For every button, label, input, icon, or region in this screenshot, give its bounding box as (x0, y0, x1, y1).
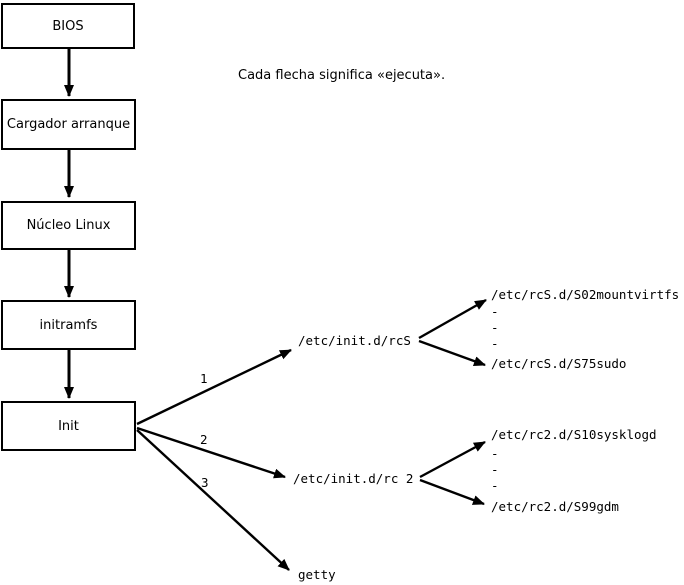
legend-note: Cada flecha significa «ejecuta». (238, 68, 446, 83)
script-s02mountvirtfs: /etc/rcS.d/S02mountvirtfs (491, 287, 680, 302)
arrow-rcS-to-s02mountvirtfs (418, 298, 487, 340)
dash: - (491, 446, 499, 461)
ellipsis-dashes-rcS: - - - (491, 304, 499, 352)
arrow-rcS-to-s75sudo (418, 339, 486, 367)
box-bios: BIOS (1, 3, 135, 49)
target-getty: getty (298, 567, 336, 582)
target-init-d-rc2: /etc/init.d/rc 2 (293, 471, 414, 486)
box-initramfs-label: initramfs (39, 317, 98, 333)
box-cargador-arranque-label: Cargador arranque (6, 117, 131, 132)
script-s99gdm: /etc/rc2.d/S99gdm (491, 499, 619, 514)
dash: - (491, 462, 499, 477)
arrow-init-to-rc2 (136, 426, 286, 479)
box-init-label: Init (58, 418, 79, 434)
arrow-rc2-to-s10sysklogd (419, 440, 486, 479)
arrow-init-to-rcS (136, 348, 292, 426)
dash: - (491, 478, 499, 493)
box-cargador-arranque: Cargador arranque (1, 99, 136, 150)
arrow-label-1: 1 (200, 371, 208, 386)
ellipsis-dashes-rc2: - - - (491, 446, 499, 494)
arrow-label-3: 3 (201, 475, 209, 490)
box-nucleo-linux: Núcleo Linux (1, 201, 136, 250)
arrow-label-2: 2 (200, 432, 208, 447)
target-init-d-rcS: /etc/init.d/rcS (298, 333, 411, 348)
dash: - (491, 336, 499, 351)
box-initramfs: initramfs (1, 300, 136, 350)
dash: - (491, 320, 499, 335)
arrow-rc2-to-s99gdm (419, 478, 485, 506)
arrow-init-to-getty (136, 429, 290, 571)
script-s75sudo: /etc/rcS.d/S75sudo (491, 356, 627, 371)
box-bios-label: BIOS (52, 18, 84, 34)
script-s10sysklogd: /etc/rc2.d/S10sysklogd (491, 427, 657, 442)
box-init: Init (1, 401, 136, 451)
box-nucleo-linux-label: Núcleo Linux (26, 218, 111, 233)
dash: - (491, 304, 499, 319)
